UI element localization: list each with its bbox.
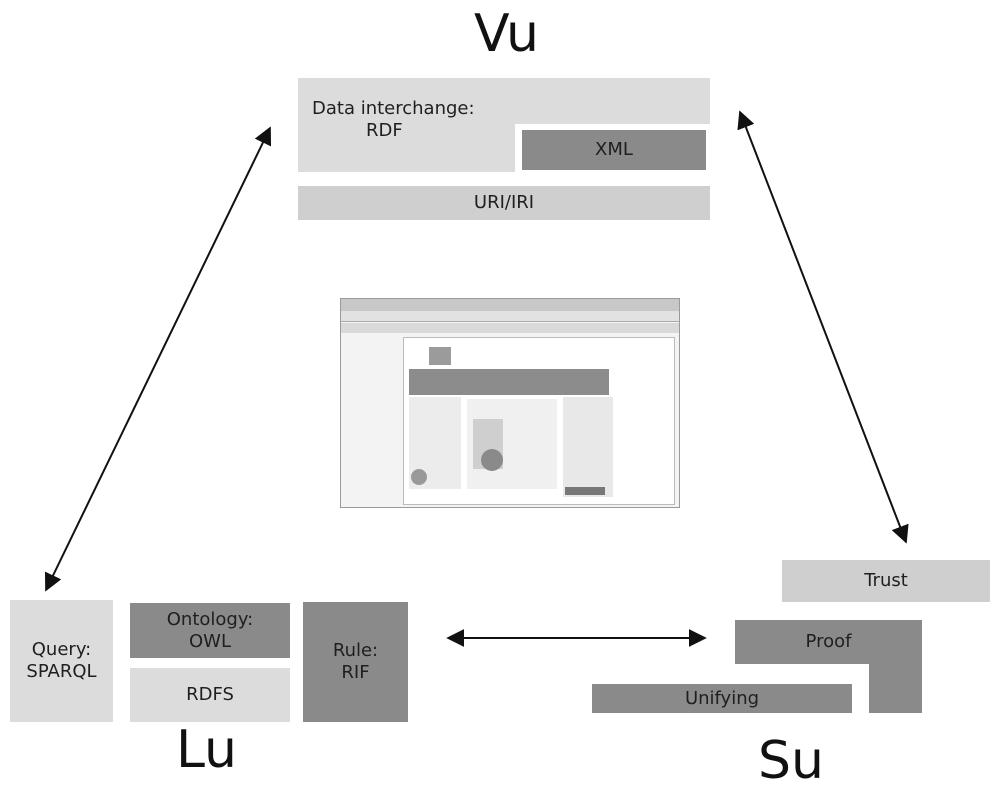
rule-block: Rule: RIF [303, 602, 408, 722]
unifying-label: Unifying [684, 687, 760, 709]
rule-label: Rule: [332, 640, 379, 661]
proof-block-top: Proof [735, 620, 922, 664]
vu-lu-arrow [44, 126, 272, 592]
proof-label: Proof [805, 631, 852, 652]
query-block: Query: SPARQL [10, 600, 113, 722]
ontology-block: Ontology: OWL [130, 603, 290, 658]
proof-block-leg [869, 660, 922, 713]
web-page-screenshot [340, 298, 680, 508]
ontology-label: Ontology: [166, 608, 254, 630]
trust-label: Trust [864, 570, 908, 591]
rdfs-label: RDFS [186, 684, 234, 705]
trust-block: Trust [782, 560, 990, 602]
query-label: Query: [31, 639, 92, 660]
sparql-label: SPARQL [26, 661, 97, 682]
rdfs-block: RDFS [130, 668, 290, 722]
xml-label: XML [595, 139, 633, 160]
rdf-label: RDF [366, 120, 403, 141]
xml-block: XML [522, 130, 706, 170]
uri-iri-block: URI/IRI [298, 186, 710, 220]
uri-iri-label: URI/IRI [473, 192, 535, 213]
vu-title: Vu [474, 4, 539, 64]
vu-su-arrow [737, 110, 909, 544]
data-interchange-label: Data interchange: [312, 98, 475, 119]
owl-label: OWL [189, 630, 231, 652]
rif-label: RIF [341, 662, 370, 683]
unifying-block: Unifying [592, 684, 852, 713]
su-title: Su [758, 731, 824, 791]
lu-title: Lu [176, 720, 238, 780]
